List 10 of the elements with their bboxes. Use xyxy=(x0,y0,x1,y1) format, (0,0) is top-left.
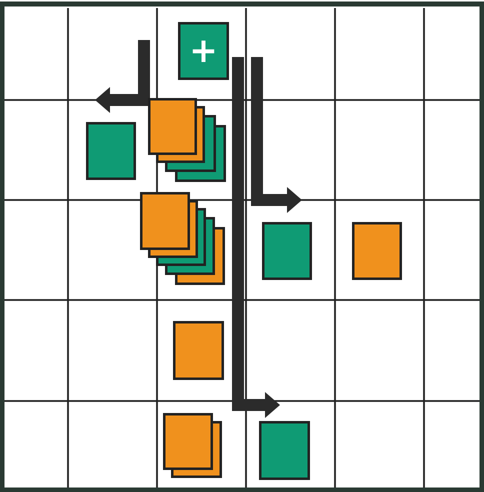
square-tile xyxy=(352,222,402,280)
square-tile xyxy=(86,122,136,180)
tile-stack-drawing xyxy=(163,413,222,478)
square-tile xyxy=(262,222,312,280)
square-tile xyxy=(259,421,310,480)
tile-stack-drawing xyxy=(140,192,225,285)
plus-tile xyxy=(178,22,229,80)
tile-stack-drawing xyxy=(148,98,226,182)
square-tile xyxy=(173,321,224,380)
plus-sign: + xyxy=(189,34,218,68)
